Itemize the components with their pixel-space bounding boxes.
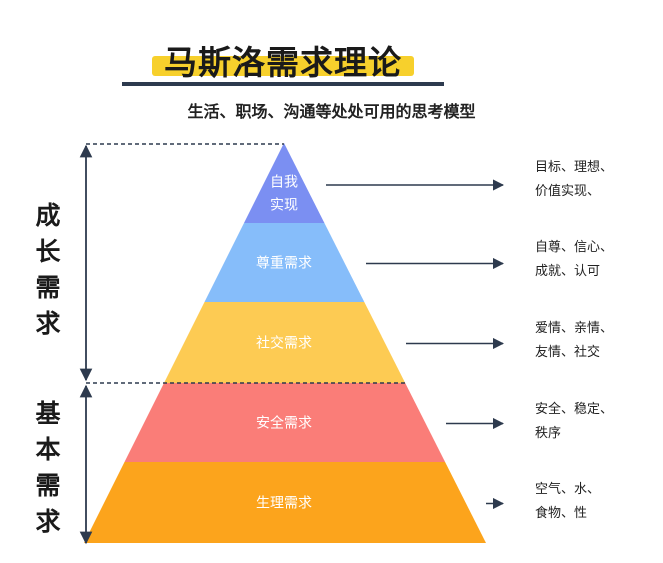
tier-label-self-actualization: 自我: [270, 175, 298, 191]
description-arrows: [326, 179, 505, 510]
tier-label-esteem: 尊重需求: [256, 255, 312, 272]
tier-label-physiological: 生理需求: [256, 496, 312, 512]
title-block: 马斯洛需求理论: [122, 28, 444, 88]
pyramid-tiers: [84, 143, 486, 543]
title-underline: [122, 82, 444, 86]
tier-label-social: 社交需求: [256, 335, 312, 352]
desc-safety: 安全、稳定、 秩序: [535, 402, 614, 441]
tier-social: [164, 302, 406, 383]
page-subtitle: 生活、职场、沟通等处处可用的思考模型: [187, 102, 476, 121]
title-highlight: [152, 56, 414, 76]
page-title: 马斯洛需求理论: [164, 43, 402, 82]
desc-physiological: 空气、水、 食物、性: [535, 482, 601, 521]
basic-needs-label: 基 本 需 求: [35, 399, 61, 536]
tier-esteem: [204, 223, 365, 302]
tier-physiological: [84, 462, 486, 543]
tier-label-safety: 安全需求: [256, 415, 312, 432]
desc-social: 爱情、亲情、 友情、社交: [535, 321, 614, 360]
desc-self-actualization: 目标、理想、 价值实现、: [535, 160, 614, 199]
tier-safety: [124, 383, 446, 462]
tier-label-self-actualization: 实现: [270, 198, 298, 214]
desc-esteem: 自尊、信心、 成就、认可: [535, 240, 614, 279]
tier-self-actualization: [244, 143, 325, 223]
growth-needs-label: 成 长 需 求: [35, 201, 61, 338]
